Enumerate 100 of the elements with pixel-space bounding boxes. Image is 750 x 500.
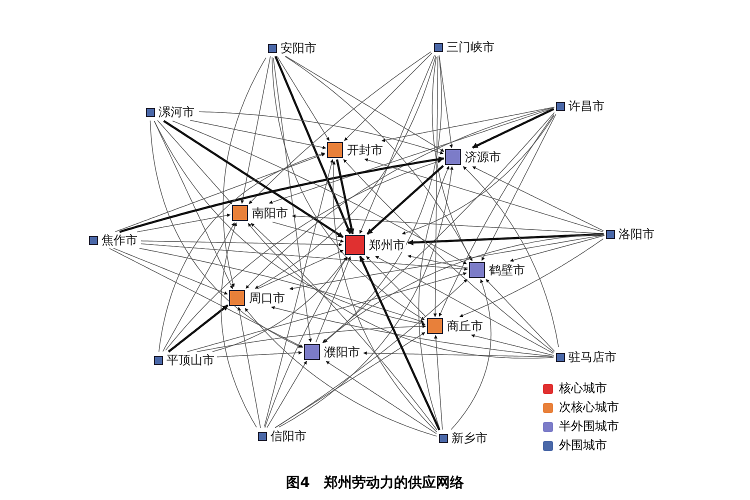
city-label: 南阳市 bbox=[251, 206, 289, 220]
arrow bbox=[324, 56, 442, 343]
arrow bbox=[486, 279, 555, 352]
arrow bbox=[450, 279, 492, 430]
arrow bbox=[274, 332, 426, 428]
arrow bbox=[248, 223, 554, 359]
arrow bbox=[364, 158, 604, 232]
arrow bbox=[158, 152, 325, 352]
city-node bbox=[258, 429, 308, 443]
legend-label: 外围城市 bbox=[559, 437, 607, 454]
city-node bbox=[556, 350, 618, 364]
arrow bbox=[472, 108, 554, 149]
arrow bbox=[212, 256, 348, 352]
arrow bbox=[216, 351, 302, 358]
city-node bbox=[606, 227, 656, 241]
arrow bbox=[109, 248, 304, 348]
arrow bbox=[190, 120, 326, 150]
city-label: 驻马店市 bbox=[568, 350, 618, 364]
arrow bbox=[150, 120, 302, 348]
arrow bbox=[408, 254, 468, 268]
arrow bbox=[165, 160, 442, 351]
city-label: 鹤壁市 bbox=[488, 263, 526, 277]
legend-label: 核心城市 bbox=[559, 380, 607, 397]
arrow bbox=[276, 56, 330, 141]
arrow bbox=[434, 334, 443, 430]
arrow bbox=[344, 52, 432, 141]
arrow bbox=[433, 56, 438, 318]
arrow bbox=[154, 120, 234, 290]
arrow bbox=[163, 120, 344, 238]
arrow bbox=[162, 222, 235, 352]
arrow bbox=[264, 159, 334, 427]
arrow bbox=[336, 159, 354, 234]
arrow bbox=[462, 166, 559, 348]
city-node bbox=[438, 431, 488, 445]
arrow bbox=[246, 107, 554, 289]
city-label: 漯河市 bbox=[158, 105, 196, 119]
arrow bbox=[326, 360, 437, 434]
arrow bbox=[359, 256, 440, 430]
city-label: 平顶山市 bbox=[166, 353, 216, 367]
city-label: 濮阳市 bbox=[323, 345, 361, 359]
arrow bbox=[481, 114, 556, 261]
arrow bbox=[275, 279, 468, 428]
arrow bbox=[254, 55, 436, 289]
city-node bbox=[345, 235, 406, 255]
arrow bbox=[408, 233, 604, 246]
arrow bbox=[274, 56, 352, 234]
city-label: 焦作市 bbox=[100, 233, 138, 247]
city-label: 洛阳市 bbox=[618, 227, 656, 241]
city-node bbox=[427, 318, 484, 334]
city-label: 开封市 bbox=[346, 143, 384, 157]
legend-label: 半外围城市 bbox=[559, 418, 619, 435]
city-label: 新乡市 bbox=[450, 431, 488, 445]
arrow bbox=[140, 240, 342, 246]
city-label: 许昌市 bbox=[568, 99, 606, 113]
arrow bbox=[220, 222, 257, 428]
arrow bbox=[284, 56, 473, 262]
city-node bbox=[268, 41, 318, 55]
arrow bbox=[472, 166, 604, 232]
city-node bbox=[229, 290, 286, 306]
arrow bbox=[278, 166, 454, 428]
arrow bbox=[316, 256, 351, 343]
city-label: 信阳市 bbox=[270, 429, 308, 443]
arrow bbox=[240, 56, 271, 204]
city-node bbox=[232, 205, 289, 221]
arrow bbox=[459, 238, 604, 318]
arrow bbox=[268, 108, 552, 204]
arrow bbox=[438, 54, 453, 148]
arrow bbox=[366, 256, 426, 317]
arrow bbox=[154, 120, 426, 326]
arrow bbox=[432, 56, 472, 260]
figure-caption: 图4 郑州劳动力的供应网络 bbox=[285, 474, 465, 492]
city-node bbox=[327, 142, 384, 158]
arrow bbox=[438, 114, 554, 317]
city-node bbox=[146, 105, 196, 119]
arrow bbox=[471, 334, 554, 356]
arrow bbox=[264, 256, 348, 428]
arrow bbox=[366, 164, 444, 235]
arrow bbox=[186, 272, 467, 352]
arrow bbox=[272, 222, 344, 243]
arrow bbox=[238, 306, 261, 428]
arrow bbox=[418, 166, 450, 429]
arrow bbox=[332, 160, 438, 432]
city-node bbox=[154, 353, 216, 367]
arrow bbox=[250, 223, 438, 430]
arrow bbox=[157, 120, 232, 204]
city-label: 郑州市 bbox=[368, 238, 406, 252]
arrow bbox=[114, 153, 326, 232]
arrow bbox=[363, 351, 554, 358]
city-node bbox=[88, 233, 138, 247]
city-node bbox=[304, 344, 361, 360]
city-label: 三门峡市 bbox=[446, 40, 496, 54]
city-label: 安阳市 bbox=[280, 41, 318, 55]
arrow bbox=[322, 112, 555, 343]
arrow bbox=[222, 57, 266, 288]
city-node bbox=[469, 262, 526, 278]
arrow bbox=[285, 56, 444, 152]
arrow bbox=[196, 324, 426, 352]
arrow bbox=[402, 115, 554, 235]
arrow bbox=[140, 243, 468, 271]
city-node bbox=[445, 149, 502, 165]
